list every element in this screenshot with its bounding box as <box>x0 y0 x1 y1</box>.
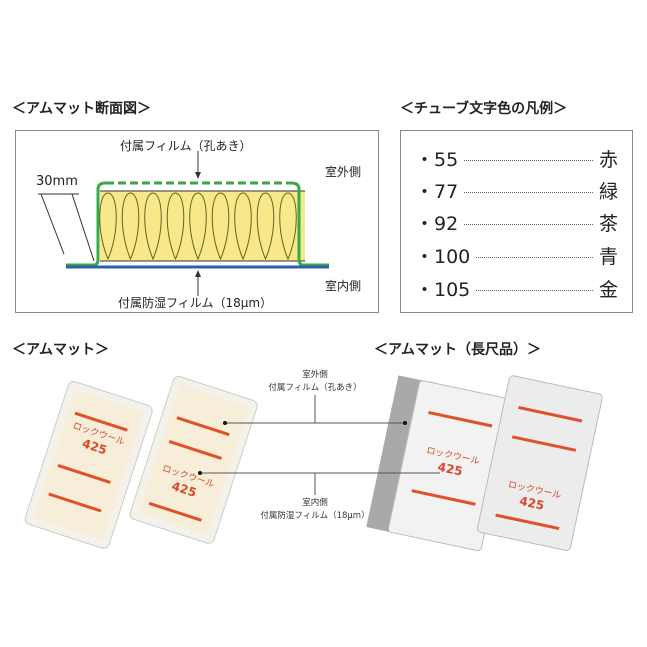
legend-box: ・55 赤 ・77 緑 ・92 茶 ・100 青 ・105 金 <box>400 130 633 313</box>
fiber-loop <box>189 192 207 261</box>
product-title: ＜アムマット＞ <box>12 342 110 358</box>
product-photos: ロックウール 425 ロックウール 425 ロックウール 425 ロックウール … <box>24 375 603 552</box>
fiber-loop <box>144 192 162 261</box>
side-film-left <box>66 181 107 267</box>
legend-title: ＜チューブ文字色の凡例＞ <box>400 101 568 117</box>
fiber-loop <box>234 192 252 261</box>
legend-number: ・100 <box>415 246 471 268</box>
leader-dots <box>476 257 593 258</box>
legend-row: ・55 赤 <box>415 145 618 172</box>
long-bag-photo-2: ロックウール 425 <box>476 375 603 552</box>
legend-row: ・77 緑 <box>415 177 618 204</box>
cross-section-box: 付属フィルム（孔あき） 室外側 30mm 室内側 付属防湿フィルム（18μm） <box>15 130 379 313</box>
fiber-loops <box>99 192 297 261</box>
fiber-loop <box>279 192 297 261</box>
legend-number: ・92 <box>415 213 459 235</box>
bottom-callout-label: 室内側付属防湿フィルム（18μm） <box>260 498 370 521</box>
legend-row: ・92 茶 <box>415 209 618 236</box>
fiber-loop <box>166 192 185 261</box>
bottom-film-label: 付属防湿フィルム（18μm） <box>118 296 273 310</box>
legend-row: ・100 青 <box>415 242 618 269</box>
fiber-loop <box>99 192 117 261</box>
leader-dots <box>476 290 593 291</box>
fiber-loop <box>256 192 275 261</box>
top-film-label: 付属フィルム（孔あき） <box>120 139 252 153</box>
legend-color: 金 <box>598 279 618 301</box>
indoor-label: 室内側 <box>325 279 362 293</box>
fiber-loop <box>211 192 230 261</box>
legend-row: ・105 金 <box>415 275 618 302</box>
cross-section-title: ＜アムマット断面図＞ <box>12 101 152 117</box>
fiber-loop <box>121 192 140 261</box>
top-callout-label: 室外側付属フィルム（孔あき） <box>268 370 362 393</box>
bag-photo-1: ロックウール 425 <box>24 381 153 549</box>
bag-photo-2: ロックウール 425 <box>129 376 258 544</box>
legend-number: ・55 <box>415 149 459 171</box>
legend-number: ・105 <box>415 279 471 301</box>
insulation-fill <box>100 191 305 261</box>
side-film-right <box>290 181 329 267</box>
thickness-label: 30mm <box>36 174 78 189</box>
long-product-title: ＜アムマット（長尺品）＞ <box>374 342 542 358</box>
arrow-up-icon <box>195 270 201 277</box>
leader-dots <box>464 224 593 225</box>
bag-number: 425 <box>436 460 463 479</box>
bag-number: 425 <box>518 494 545 513</box>
legend-color: 緑 <box>598 181 618 203</box>
leader-dots <box>464 192 593 193</box>
legend-color: 青 <box>598 246 618 268</box>
legend-color: 茶 <box>598 213 618 235</box>
outdoor-label: 室外側 <box>325 165 362 179</box>
leader-dots <box>464 160 593 161</box>
legend-color: 赤 <box>598 149 618 171</box>
legend-number: ・77 <box>415 181 459 203</box>
arrow-down-icon <box>195 172 201 179</box>
cross-section-diagram <box>38 151 329 296</box>
